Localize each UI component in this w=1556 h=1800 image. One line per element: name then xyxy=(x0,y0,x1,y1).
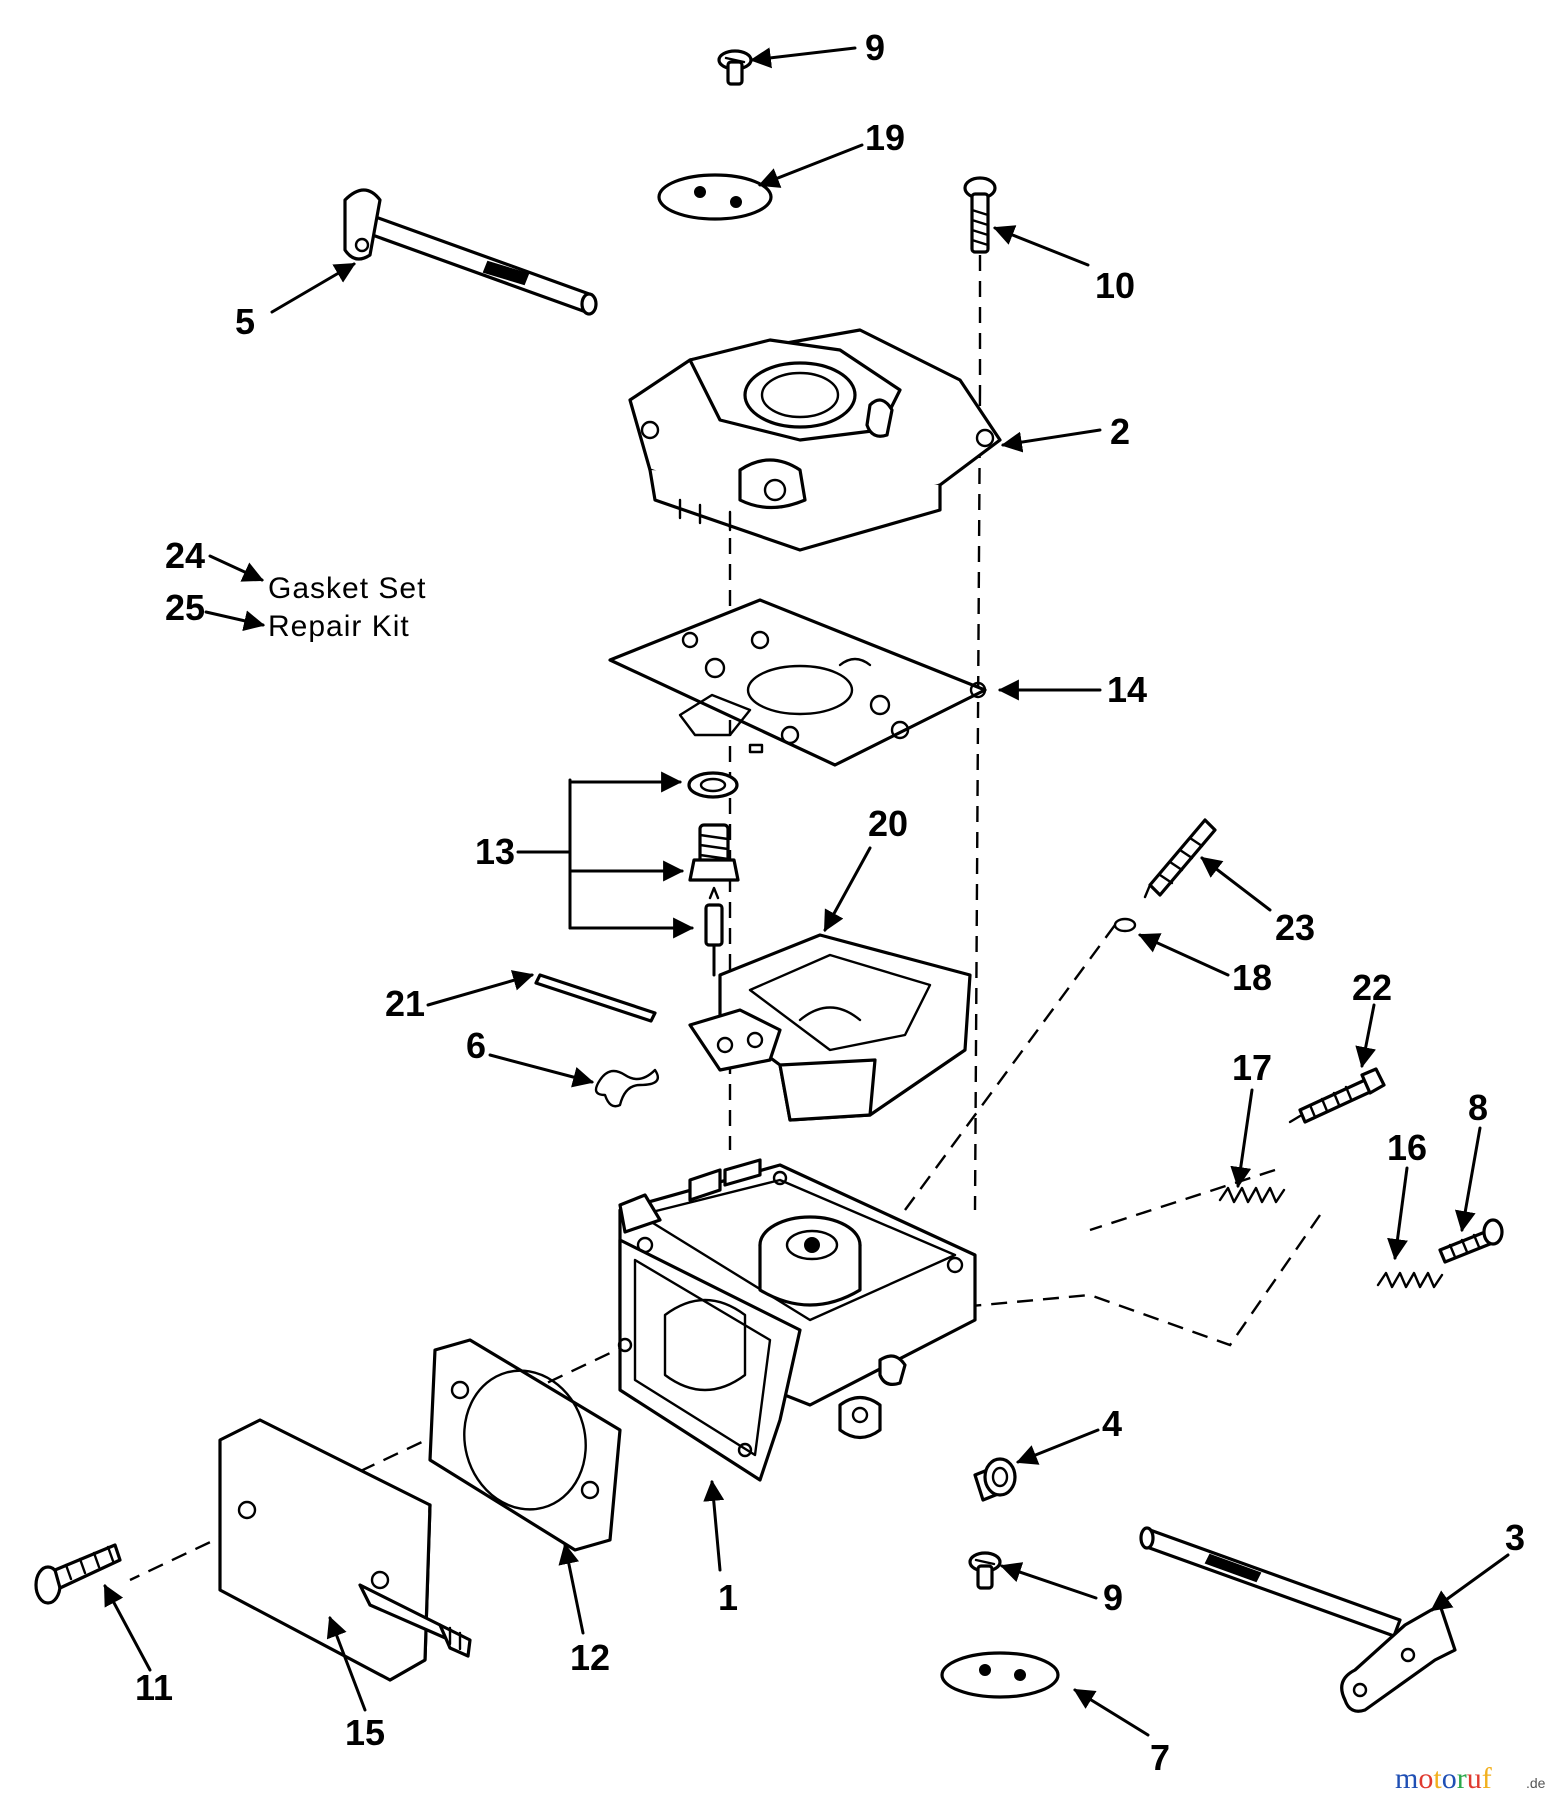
label-25: 25 xyxy=(165,587,205,628)
part-8-screw xyxy=(1438,1218,1504,1264)
part-14-gasket xyxy=(608,598,987,767)
label-15: 15 xyxy=(345,1712,385,1753)
label-18: 18 xyxy=(1232,957,1272,998)
part-16-spring xyxy=(1376,1271,1444,1289)
part-20-float xyxy=(688,933,972,1122)
wm-t: t xyxy=(1433,1762,1442,1795)
part-21-pin xyxy=(534,973,657,1023)
label-17: 17 xyxy=(1232,1047,1272,1088)
label-1: 1 xyxy=(718,1577,738,1618)
label-21: 21 xyxy=(385,983,425,1024)
wm-o1: o xyxy=(1418,1762,1433,1795)
part-7-plate xyxy=(940,1651,1060,1699)
label-14: 14 xyxy=(1107,669,1147,710)
wm-r: r xyxy=(1457,1762,1467,1795)
label-16: 16 xyxy=(1387,1127,1427,1168)
label-20: 20 xyxy=(868,803,908,844)
part-number-labels: 9 19 10 5 2 24 25 14 13 20 23 18 21 6 22… xyxy=(135,27,1525,1778)
part-9-bottom-screw xyxy=(968,1551,1002,1590)
part-2-cover xyxy=(628,328,1002,552)
label-13: 13 xyxy=(475,831,515,872)
part-10-screw xyxy=(963,176,997,254)
label-2: 2 xyxy=(1110,411,1130,452)
label-12: 12 xyxy=(570,1637,610,1678)
part-18-o-ring xyxy=(1113,917,1137,933)
label-22: 22 xyxy=(1352,967,1392,1008)
label-7: 7 xyxy=(1150,1737,1170,1778)
label-19: 19 xyxy=(865,117,905,158)
label-5: 5 xyxy=(235,301,255,342)
wm-f: f xyxy=(1482,1762,1492,1795)
label-23: 23 xyxy=(1275,907,1315,948)
wm-suffix: .de xyxy=(1526,1775,1546,1791)
legend-repair-kit: Repair Kit xyxy=(268,610,410,643)
part-13-needle-valve xyxy=(687,771,740,977)
part-12-gasket xyxy=(428,1338,622,1552)
wm-m: m xyxy=(1395,1762,1418,1795)
part-6-clip xyxy=(594,1068,660,1108)
label-4: 4 xyxy=(1102,1403,1122,1444)
part-5-shaft xyxy=(343,188,598,316)
label-24: 24 xyxy=(165,535,205,576)
part-3-shaft xyxy=(1139,1526,1457,1713)
wm-u: u xyxy=(1467,1762,1482,1795)
part-1-body xyxy=(617,1158,977,1482)
part-11-screw xyxy=(34,1543,122,1605)
label-3: 3 xyxy=(1505,1517,1525,1558)
part-15-pump-cover xyxy=(218,1418,472,1682)
wm-o2: o xyxy=(1442,1762,1457,1795)
leader-lines xyxy=(103,46,1510,1737)
legend: Gasket Set Repair Kit xyxy=(268,572,426,643)
part-22-screw xyxy=(1288,1067,1386,1124)
part-4-bushing xyxy=(973,1457,1017,1502)
part-17-spring xyxy=(1218,1186,1286,1204)
part-19-plate xyxy=(657,173,773,221)
part-23-screw xyxy=(1143,818,1217,899)
label-8: 8 xyxy=(1468,1087,1488,1128)
legend-gasket-set: Gasket Set xyxy=(268,572,426,605)
label-11: 11 xyxy=(135,1667,173,1708)
svg-text:motoruf: motoruf xyxy=(1395,1762,1492,1795)
label-9-top: 9 xyxy=(865,27,885,68)
label-6: 6 xyxy=(466,1025,486,1066)
label-10: 10 xyxy=(1095,265,1135,306)
watermark-logo: motoruf .de xyxy=(1395,1762,1546,1795)
label-9-bottom: 9 xyxy=(1103,1577,1123,1618)
part-9-top-screw xyxy=(717,49,753,86)
